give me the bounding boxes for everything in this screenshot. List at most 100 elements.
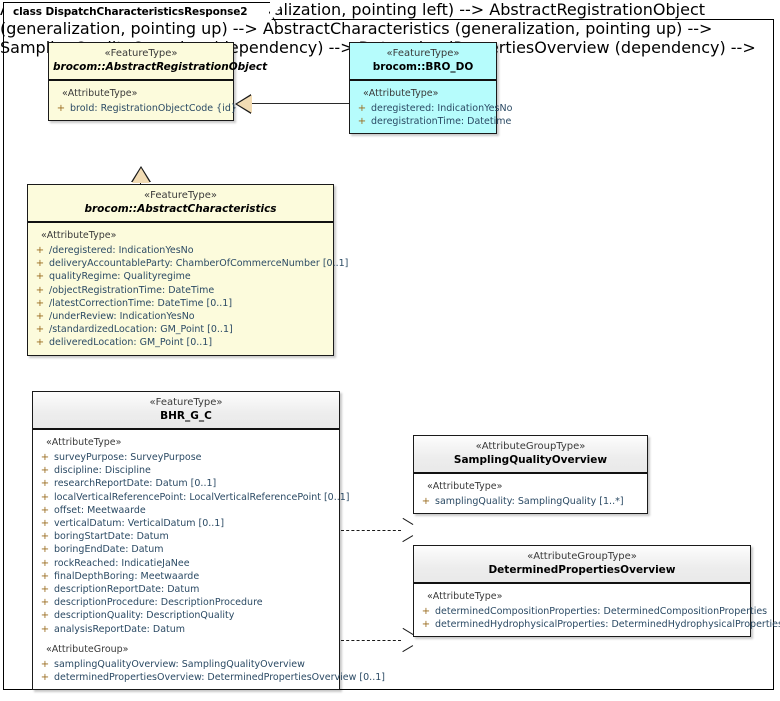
visibility-marker: +: [35, 258, 45, 270]
attribute-signature: determinedPropertiesOverview: Determined…: [54, 672, 385, 684]
compartment-label: «AttributeType»: [427, 481, 503, 492]
attribute-signature: surveyPurpose: SurveyPurpose: [54, 452, 202, 463]
attribute-row: + offset: Meetwaarde: [36, 504, 336, 517]
attribute-row: + deliveredLocation: GM_Point [0..1]: [31, 336, 330, 349]
visibility-marker: +: [40, 465, 50, 477]
visibility-marker: +: [40, 557, 50, 569]
attribute-row: + /deregistered: IndicationYesNo: [31, 244, 330, 257]
visibility-marker: +: [35, 297, 45, 309]
frame-tab-slash-icon: [269, 2, 283, 23]
attribute-signature: /standardizedLocation: GM_Point [0..1]: [49, 324, 233, 336]
class-stereotype: «FeatureType»: [386, 48, 460, 59]
attribute-signature: broId: RegistrationObjectCode {id}: [70, 103, 237, 114]
class-name: DeterminedPropertiesOverview: [488, 564, 676, 576]
attribute-signature: determinedHydrophysicalProperties: Deter…: [435, 619, 780, 631]
visibility-marker: +: [40, 658, 50, 670]
visibility-marker: +: [35, 324, 45, 336]
visibility-marker: +: [40, 544, 50, 556]
attribute-signature: samplingQualityOverview: SamplingQuality…: [54, 658, 305, 670]
visibility-marker: +: [40, 491, 50, 503]
attribute-signature: rockReached: IndicatieJaNee: [54, 557, 190, 569]
class-name: BHR_G_C: [160, 410, 212, 422]
attribute-signature: deregistrationTime: Datetime: [371, 116, 512, 128]
attribute-row: + analysisReportDate: Datum: [36, 623, 336, 636]
attribute-row: + deregistrationTime: Datetime: [353, 115, 512, 128]
visibility-marker: +: [56, 103, 66, 114]
attribute-signature: descriptionQuality: DescriptionQuality: [54, 610, 235, 622]
class-node-determined-properties-overview[interactable]: «AttributeGroupType» DeterminedPropertie…: [413, 545, 780, 638]
attribute-signature: /underReview: IndicationYesNo: [49, 311, 195, 323]
attribute-row: + discipline: Discipline: [36, 464, 336, 477]
compartment-label: «AttributeType»: [363, 88, 439, 99]
compartment-label: «AttributeType»: [41, 230, 117, 241]
class-body: «AttributeType» + deregistered: Indicati…: [350, 81, 513, 133]
class-body: «AttributeType» + samplingQuality: Sampl…: [414, 474, 647, 513]
dependency-arrowhead: [401, 523, 412, 537]
visibility-marker: +: [35, 337, 45, 349]
class-name: brocom::AbstractRegistrationObject: [53, 61, 268, 73]
attribute-row: + surveyPurpose: SurveyPurpose: [36, 451, 336, 464]
attribute-signature: discipline: Discipline: [54, 465, 151, 477]
visibility-marker: +: [35, 311, 45, 323]
connector-line: [341, 530, 401, 531]
attribute-row: + /underReview: IndicationYesNo: [31, 310, 330, 323]
class-node-bhr-g-c[interactable]: «FeatureType» BHR_G_C «AttributeType» + …: [32, 391, 385, 691]
visibility-marker: +: [35, 245, 45, 256]
class-body: «AttributeType» + surveyPurpose: SurveyP…: [33, 430, 385, 689]
class-stereotype: «FeatureType»: [104, 48, 178, 59]
class-node-abstract-characteristics[interactable]: «FeatureType» brocom::AbstractCharacteri…: [27, 184, 348, 356]
class-header: «AttributeGroupType» SamplingQualityOver…: [414, 436, 647, 474]
diagram-frame-border: [3, 19, 774, 690]
dependency-arrowhead: [401, 633, 412, 647]
attribute-signature: boringEndDate: Datum: [54, 544, 164, 556]
attribute-row: + samplingQuality: SamplingQuality [1..*…: [417, 495, 644, 508]
connector-line: [252, 103, 349, 105]
class-header: «FeatureType» brocom::BRO_DO: [350, 43, 496, 81]
class-node-sampling-quality-overview[interactable]: «AttributeGroupType» SamplingQualityOver…: [413, 435, 648, 515]
class-body: «AttributeType» + broId: RegistrationObj…: [49, 81, 237, 120]
compartment-label: «AttributeType»: [427, 591, 503, 602]
attribute-row: + broId: RegistrationObjectCode {id}: [52, 102, 237, 115]
attribute-signature: qualityRegime: Qualityregime: [49, 271, 191, 283]
visibility-marker: +: [40, 597, 50, 609]
attribute-signature: /deregistered: IndicationYesNo: [49, 245, 194, 256]
class-stereotype: «AttributeGroupType»: [527, 551, 637, 562]
attribute-row: + samplingQualityOverview: SamplingQuali…: [36, 658, 336, 671]
attribute-signature: /objectRegistrationTime: DateTime: [49, 284, 215, 296]
class-node-abstract-registration-object[interactable]: «FeatureType» brocom::AbstractRegistrati…: [48, 42, 268, 122]
attribute-row: + deregistered: IndicationYesNo: [353, 102, 513, 115]
visibility-marker: +: [40, 584, 50, 596]
class-header: «FeatureType» BHR_G_C: [33, 392, 339, 430]
attribute-row: + verticalDatum: VerticalDatum [0..1]: [36, 517, 336, 530]
visibility-marker: +: [357, 103, 367, 114]
visibility-marker: +: [421, 619, 431, 631]
visibility-marker: +: [40, 478, 50, 490]
attribute-signature: /latestCorrectionTime: DateTime [0..1]: [49, 297, 233, 309]
attribute-row: + descriptionReportDate: Datum: [36, 583, 336, 596]
visibility-marker: +: [35, 271, 45, 283]
attribute-signature: samplingQuality: SamplingQuality [1..*]: [435, 496, 624, 507]
diagram-frame-label: class DispatchCharacteristicsResponse2: [13, 6, 248, 18]
visibility-marker: +: [357, 116, 367, 128]
attribute-row: + rockReached: IndicatieJaNee: [36, 557, 336, 570]
generalization-arrowhead: [236, 94, 252, 113]
attribute-signature: descriptionProcedure: DescriptionProcedu…: [54, 597, 263, 609]
class-name: brocom::BRO_DO: [372, 61, 474, 73]
visibility-marker: +: [40, 623, 50, 635]
class-node-bro-do[interactable]: «FeatureType» brocom::BRO_DO «AttributeT…: [349, 42, 513, 135]
attribute-row: + boringEndDate: Datum: [36, 543, 336, 556]
compartment-label: «AttributeGroup»: [46, 643, 129, 655]
attribute-signature: offset: Meetwaarde: [54, 504, 146, 516]
attribute-signature: determinedCompositionProperties: Determi…: [435, 606, 768, 617]
visibility-marker: +: [421, 606, 431, 617]
diagram-frame-tab: class DispatchCharacteristicsResponse2: [3, 2, 283, 22]
visibility-marker: +: [40, 570, 50, 582]
attribute-signature: researchReportDate: Datum [0..1]: [54, 478, 217, 490]
class-header: «FeatureType» brocom::AbstractCharacteri…: [28, 185, 333, 223]
attribute-row: + finalDepthBoring: Meetwaarde: [36, 570, 336, 583]
visibility-marker: +: [40, 672, 50, 684]
class-name: brocom::AbstractCharacteristics: [84, 203, 277, 215]
attribute-signature: localVerticalReferencePoint: LocalVertic…: [54, 491, 350, 503]
class-stereotype: «AttributeGroupType»: [475, 441, 586, 452]
